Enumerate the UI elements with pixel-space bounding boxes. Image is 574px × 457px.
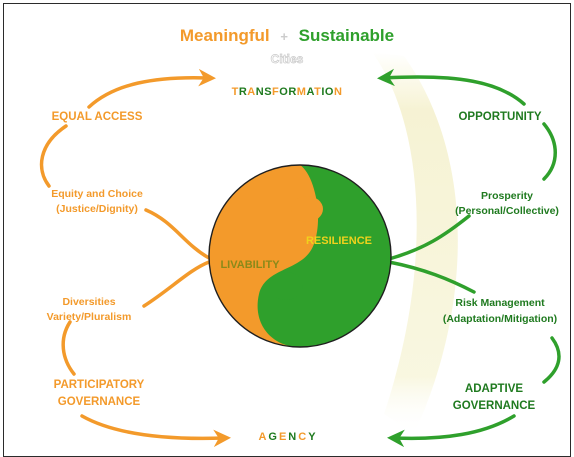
arrow-left-upper-loop [39, 124, 68, 188]
arrow-to-agency-left [80, 414, 231, 448]
label-diversities-line1: Diversities [62, 296, 115, 308]
diagram-frame: Meaningful + Sustainable Cities TRANSFOR… [3, 3, 571, 457]
arrow-to-transformation-left [87, 68, 216, 109]
subtitle-cities: Cities [271, 52, 304, 66]
yin-yang-green-dot [269, 272, 303, 300]
label-equity-line2: (Justice/Dignity) [56, 203, 138, 215]
arrow-to-transformation-right [377, 68, 526, 106]
transformation-letter: O [325, 86, 334, 98]
left-arrows [39, 68, 231, 448]
cities-diagram: Meaningful + Sustainable Cities TRANSFOR… [39, 26, 561, 448]
arrow-risk-to-center [387, 260, 476, 294]
transformation-node: TRANSFORMATION [232, 86, 343, 98]
title: Meaningful + Sustainable [180, 26, 394, 45]
label-adaptive-line2: GOVERNANCE [453, 400, 536, 412]
agency-letter: N [288, 431, 298, 443]
title-sustainable: Sustainable [299, 26, 394, 45]
label-participatory-line2: GOVERNANCE [58, 396, 141, 408]
light-beam [372, 52, 458, 434]
arrow-equity-to-center [144, 208, 211, 260]
agency-letter: C [298, 431, 308, 443]
livability-label: LIVABILITY [220, 259, 280, 271]
yin-yang: LIVABILITY RESILIENCE [208, 164, 392, 348]
resilience-label: RESILIENCE [306, 235, 372, 247]
yin-yang-outline [208, 164, 392, 348]
label-equity-line1: Equity and Choice [51, 188, 143, 200]
label-equal-access: EQUAL ACCESS [52, 111, 143, 123]
arrow-diversities-to-center [142, 260, 211, 308]
yin-yang-orange-dot [291, 196, 323, 222]
arrow-to-agency-right [387, 414, 516, 448]
arrow-right-upper-loop [542, 122, 557, 181]
transformation-letter: R [288, 86, 296, 98]
transformation-letter: T [232, 86, 239, 98]
label-opportunity: OPPORTUNITY [458, 111, 541, 123]
transformation-letter: I [321, 86, 325, 98]
arrow-left-lower-loop [61, 320, 76, 376]
transformation-letter: O [279, 86, 288, 98]
arrow-right-lower-loop [542, 336, 561, 384]
yin-yang-orange-half [209, 165, 319, 347]
transformation-letter: R [239, 86, 247, 98]
agency-node: AGENCY [258, 431, 317, 443]
label-prosperity-line1: Prosperity [481, 190, 533, 202]
label-risk-line1: Risk Management [455, 297, 545, 309]
transformation-letter: A [306, 86, 314, 98]
label-adaptive-line1: ADAPTIVE [465, 383, 523, 395]
agency-letter: E [279, 431, 288, 443]
transformation-letter: T [314, 86, 321, 98]
arrow-prosperity-to-center [387, 214, 471, 261]
title-connector: + [280, 29, 288, 44]
label-diversities-line2: Variety/Pluralism [47, 311, 132, 323]
transformation-letter: F [272, 86, 279, 98]
transformation-letter: A [247, 86, 255, 98]
label-prosperity-line2: (Personal/Collective) [455, 205, 559, 217]
transformation-letter: N [256, 86, 264, 98]
left-labels: EQUAL ACCESS Equity and Choice (Justice/… [47, 111, 145, 408]
label-risk-line2: (Adaptation/Mitigation) [443, 313, 557, 325]
right-labels: OPPORTUNITY Prosperity (Personal/Collect… [443, 111, 559, 412]
agency-letter: G [268, 431, 279, 443]
transformation-letter: M [297, 86, 307, 98]
transformation-letter: S [264, 86, 272, 98]
transformation-letter: N [334, 86, 342, 98]
agency-letter: A [258, 431, 268, 443]
agency-letter: Y [308, 431, 317, 443]
label-participatory-line1: PARTICIPATORY [54, 379, 145, 391]
title-meaningful: Meaningful [180, 26, 270, 45]
right-arrows [377, 68, 561, 448]
